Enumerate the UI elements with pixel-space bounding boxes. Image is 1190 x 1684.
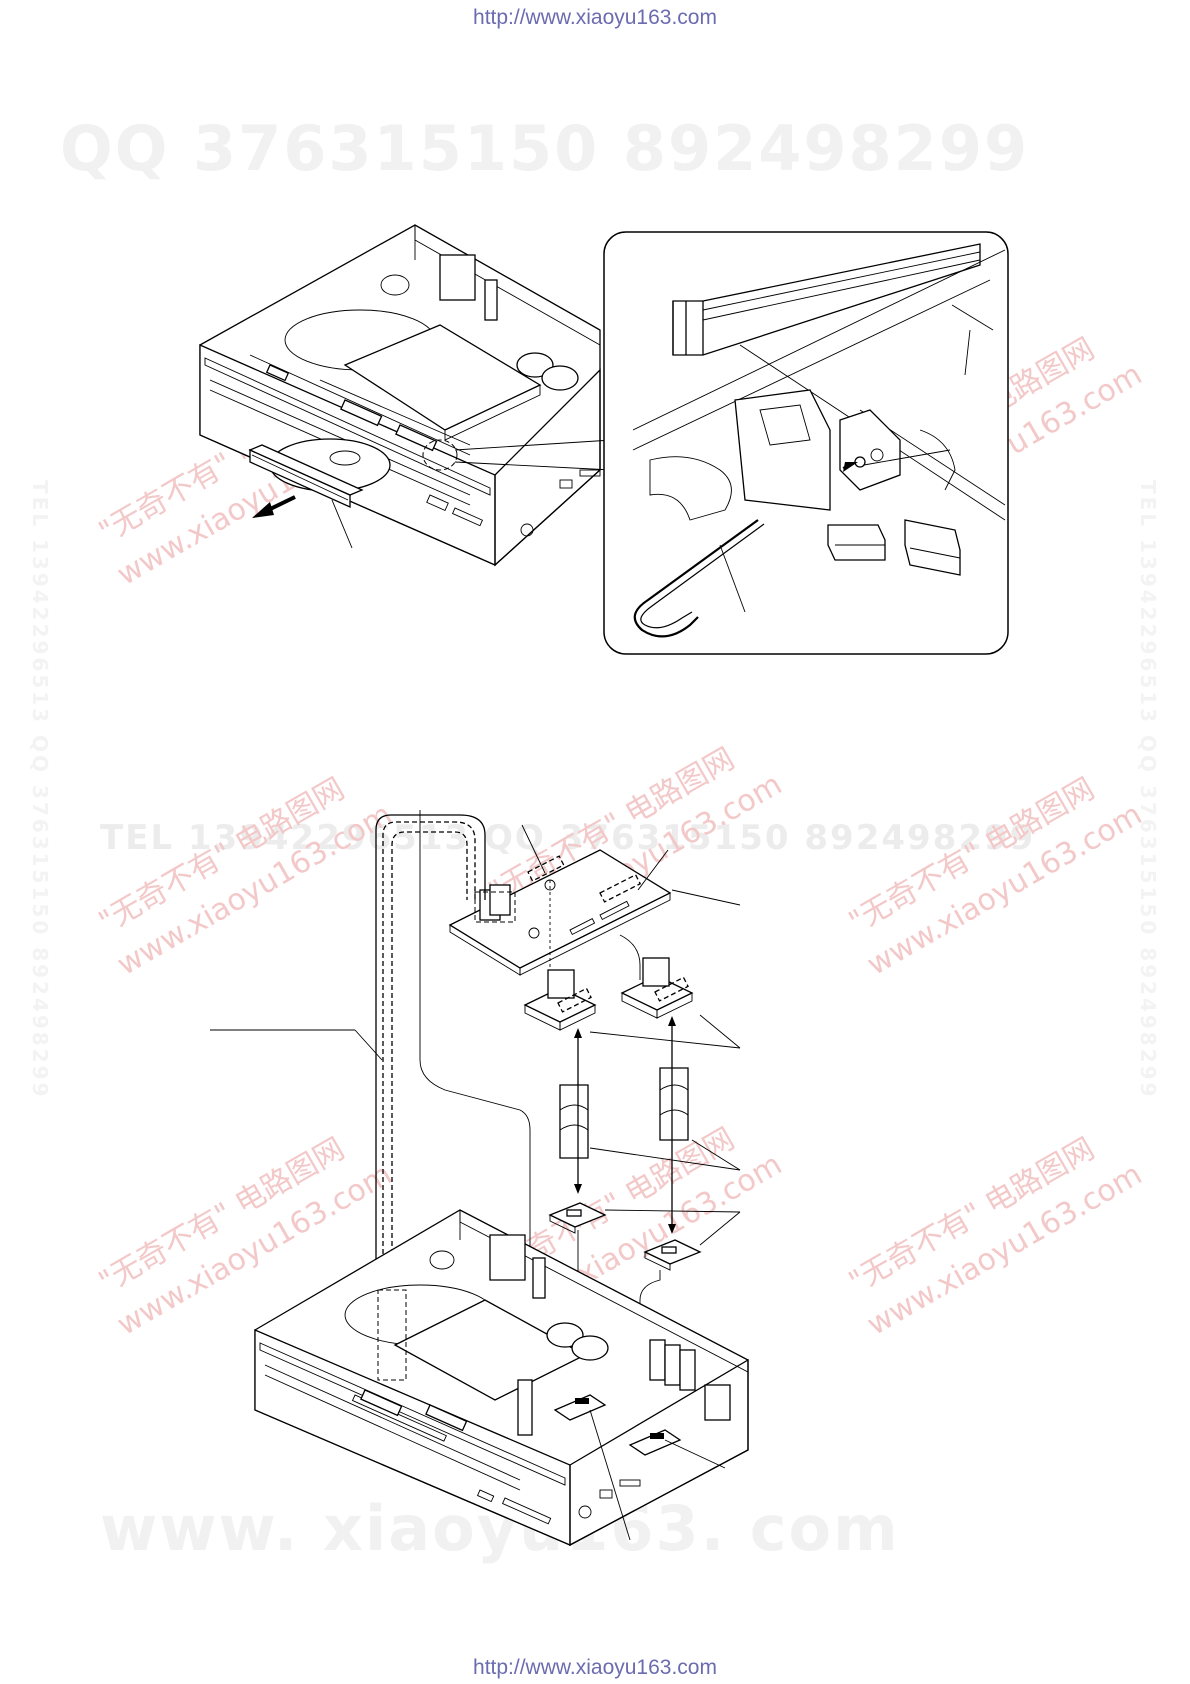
watermark-side-right: TEL 13942296513 QQ 376315150 892498299 bbox=[1136, 480, 1160, 1100]
callout-lines bbox=[210, 824, 741, 1541]
watermark-qq-line: QQ 376315150 892498299 bbox=[60, 112, 1030, 185]
bottom-unit-chassis bbox=[254, 1209, 749, 1547]
watermark-tel-line: TEL 13942296513 QQ 376315150 892498299 bbox=[100, 818, 1036, 858]
socket-right bbox=[643, 1239, 702, 1271]
socket-left bbox=[548, 1202, 607, 1234]
zoom-indicator bbox=[422, 439, 613, 471]
tray-callout-line bbox=[331, 499, 353, 549]
ribbon-cable-right bbox=[659, 1016, 689, 1234]
footer-url[interactable]: http://www.xiaoyu163.com bbox=[473, 1656, 717, 1679]
front-flex-cable bbox=[375, 810, 531, 1420]
eject-direction-arrow bbox=[252, 495, 296, 518]
ribbon-cable-left bbox=[559, 1028, 589, 1194]
board-flex-wire bbox=[619, 934, 641, 980]
disc-tray bbox=[248, 438, 391, 509]
guide-line-right bbox=[639, 1270, 661, 1440]
main-board bbox=[448, 849, 672, 980]
relay-board-right bbox=[620, 957, 694, 1019]
detail-view-box bbox=[603, 231, 1009, 655]
relay-board-left bbox=[523, 969, 597, 1031]
top-unit-chassis bbox=[199, 224, 601, 567]
watermark-side-left: TEL 13942296513 QQ 376315150 892498299 bbox=[28, 480, 52, 1100]
header-url[interactable]: http://www.xiaoyu163.com bbox=[473, 6, 717, 29]
